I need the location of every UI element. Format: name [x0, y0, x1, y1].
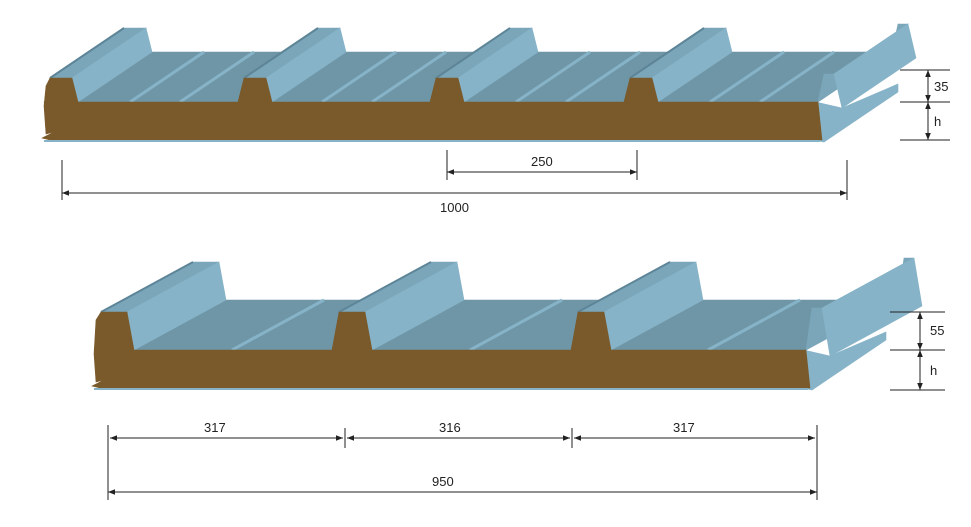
top-sheet-flat: [93, 299, 899, 351]
rib-edge: [338, 261, 432, 313]
stiffener-rib: [371, 50, 447, 104]
panel-35-drawing: [41, 23, 917, 143]
rib-height-label: 55: [930, 323, 944, 338]
stiffener-rib: [179, 50, 255, 104]
stiffener-rib: [565, 50, 641, 104]
panel-55-drawing: [91, 257, 923, 391]
side-lap-face: [821, 257, 923, 357]
rib-edge: [49, 27, 125, 79]
rib-edge: [629, 27, 705, 79]
panel-55-dimensions: 317 316 317 950 55 h: [107, 311, 945, 500]
pitch-label-2: 316: [439, 420, 461, 435]
rib-edge: [435, 27, 511, 79]
stiffener-rib: [321, 50, 397, 104]
rib-edge: [100, 261, 194, 313]
thickness-label: h: [930, 363, 937, 378]
rib-edge: [577, 261, 671, 313]
stiffener-rib: [709, 50, 785, 104]
stiffener-rib: [129, 50, 205, 104]
pitch-label-1: 317: [204, 420, 226, 435]
stiffener-rib: [231, 298, 325, 352]
pitch-label: 250: [531, 154, 553, 169]
rib-edge: [243, 27, 319, 79]
thickness-label: h: [934, 114, 941, 129]
width-label: 1000: [440, 200, 469, 215]
side-lap-face: [833, 23, 917, 109]
stiffener-rib: [707, 298, 801, 352]
stiffener-rib: [469, 298, 563, 352]
width-label: 950: [432, 474, 454, 489]
pitch-label-3: 317: [673, 420, 695, 435]
panel-35-dimensions: 1000 250 35 h: [61, 69, 950, 215]
stiffener-rib: [759, 50, 835, 104]
rib-height-label: 35: [934, 79, 948, 94]
stiffener-rib: [515, 50, 591, 104]
